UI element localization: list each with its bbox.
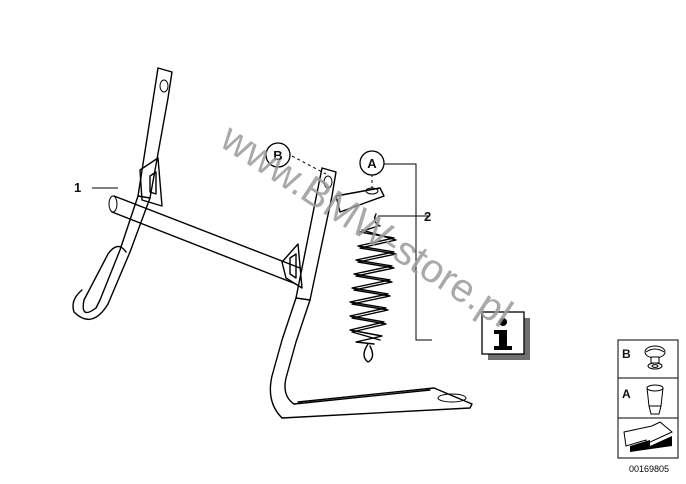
spring-drawing [349,213,397,363]
callout-a: A [359,150,385,176]
callout-1: 1 [74,180,81,195]
arrow-icon [623,421,673,452]
callout-a-text: A [367,156,377,171]
leader-lines [92,155,432,341]
center-stand-drawing [72,67,473,419]
drawing-number: 00169805 [629,464,669,474]
callout-b: B [265,142,291,168]
push-rivet-icon [644,345,666,370]
callout-b-text: B [273,148,282,163]
legend-b-label: B [622,347,631,361]
watermark-text: www.BMW-store.pl [212,115,520,336]
legend-a-label: A [622,387,631,401]
rubber-buffer-icon [646,384,664,415]
info-icon[interactable] [481,311,530,360]
callout-2: 2 [424,209,431,224]
legend-panel: B A [617,339,679,459]
